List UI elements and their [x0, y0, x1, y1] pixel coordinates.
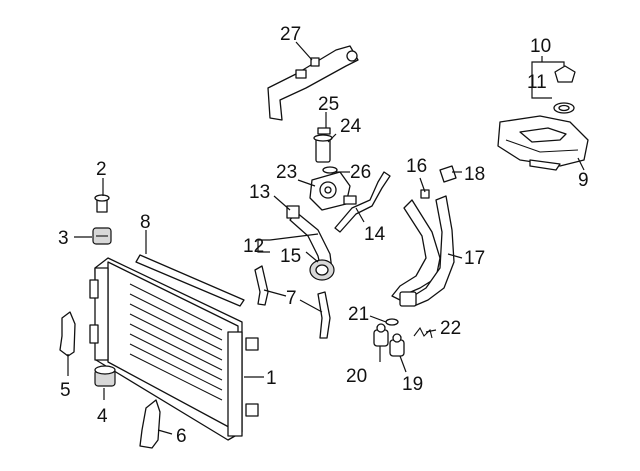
callout-26: 26 — [350, 162, 371, 183]
callout-23: 23 — [276, 162, 297, 183]
coolant-pipe-17 — [391, 195, 455, 307]
callout-3: 3 — [58, 228, 69, 249]
callout-9: 9 — [578, 170, 589, 191]
reservoir — [497, 115, 589, 171]
left-bracket — [59, 311, 76, 357]
upper-seal — [135, 254, 245, 307]
callout-4: 4 — [97, 406, 108, 427]
callout-16: 16 — [406, 156, 427, 177]
hose-clamp — [286, 205, 300, 219]
clip-25 — [317, 127, 331, 135]
callout-7: 7 — [286, 288, 297, 309]
callout-labels: 1 2 3 4 5 6 7 8 9 10 11 12 13 14 15 16 1… — [58, 24, 589, 447]
callout-19: 19 — [402, 374, 423, 395]
air-seal-strip-right — [317, 291, 331, 339]
callout-13: 13 — [249, 182, 270, 203]
callout-2: 2 — [96, 159, 107, 180]
callout-8: 8 — [140, 212, 151, 233]
sensor-20 — [373, 323, 389, 347]
callout-1: 1 — [266, 368, 277, 389]
radiator — [89, 257, 259, 441]
callout-12: 12 — [243, 236, 264, 257]
callout-21: 21 — [348, 304, 369, 325]
sensor-19 — [389, 333, 405, 357]
clip-16 — [420, 189, 430, 199]
lower-insulator — [94, 365, 116, 387]
mount-bushing — [92, 227, 112, 245]
callout-25: 25 — [318, 94, 339, 115]
connector — [313, 134, 333, 163]
callout-20: 20 — [346, 366, 367, 387]
callout-14: 14 — [364, 224, 386, 245]
callout-6: 6 — [176, 426, 187, 447]
callout-5: 5 — [60, 380, 71, 401]
callout-24: 24 — [340, 116, 362, 137]
o-ring-21 — [385, 318, 399, 326]
callout-17: 17 — [464, 248, 485, 269]
hose-14 — [334, 171, 391, 233]
callout-11: 11 — [527, 72, 547, 93]
callout-15: 15 — [280, 246, 301, 267]
clip-18 — [439, 165, 457, 183]
callout-10: 10 — [530, 36, 551, 57]
reservoir-cap-group — [553, 65, 576, 114]
hose-assembly — [286, 205, 335, 281]
water-pump — [309, 171, 357, 211]
air-seal-strip-left — [254, 265, 269, 306]
o-ring-26 — [322, 166, 338, 174]
leader-lines — [67, 41, 585, 435]
retaining-clip — [413, 326, 433, 339]
bolt — [94, 194, 110, 213]
radiator-fins — [129, 283, 223, 401]
right-bracket — [139, 399, 161, 449]
coolant-pipe-upper — [267, 45, 359, 121]
callout-22: 22 — [440, 318, 461, 339]
callout-18: 18 — [464, 164, 485, 185]
callout-27: 27 — [280, 24, 301, 45]
